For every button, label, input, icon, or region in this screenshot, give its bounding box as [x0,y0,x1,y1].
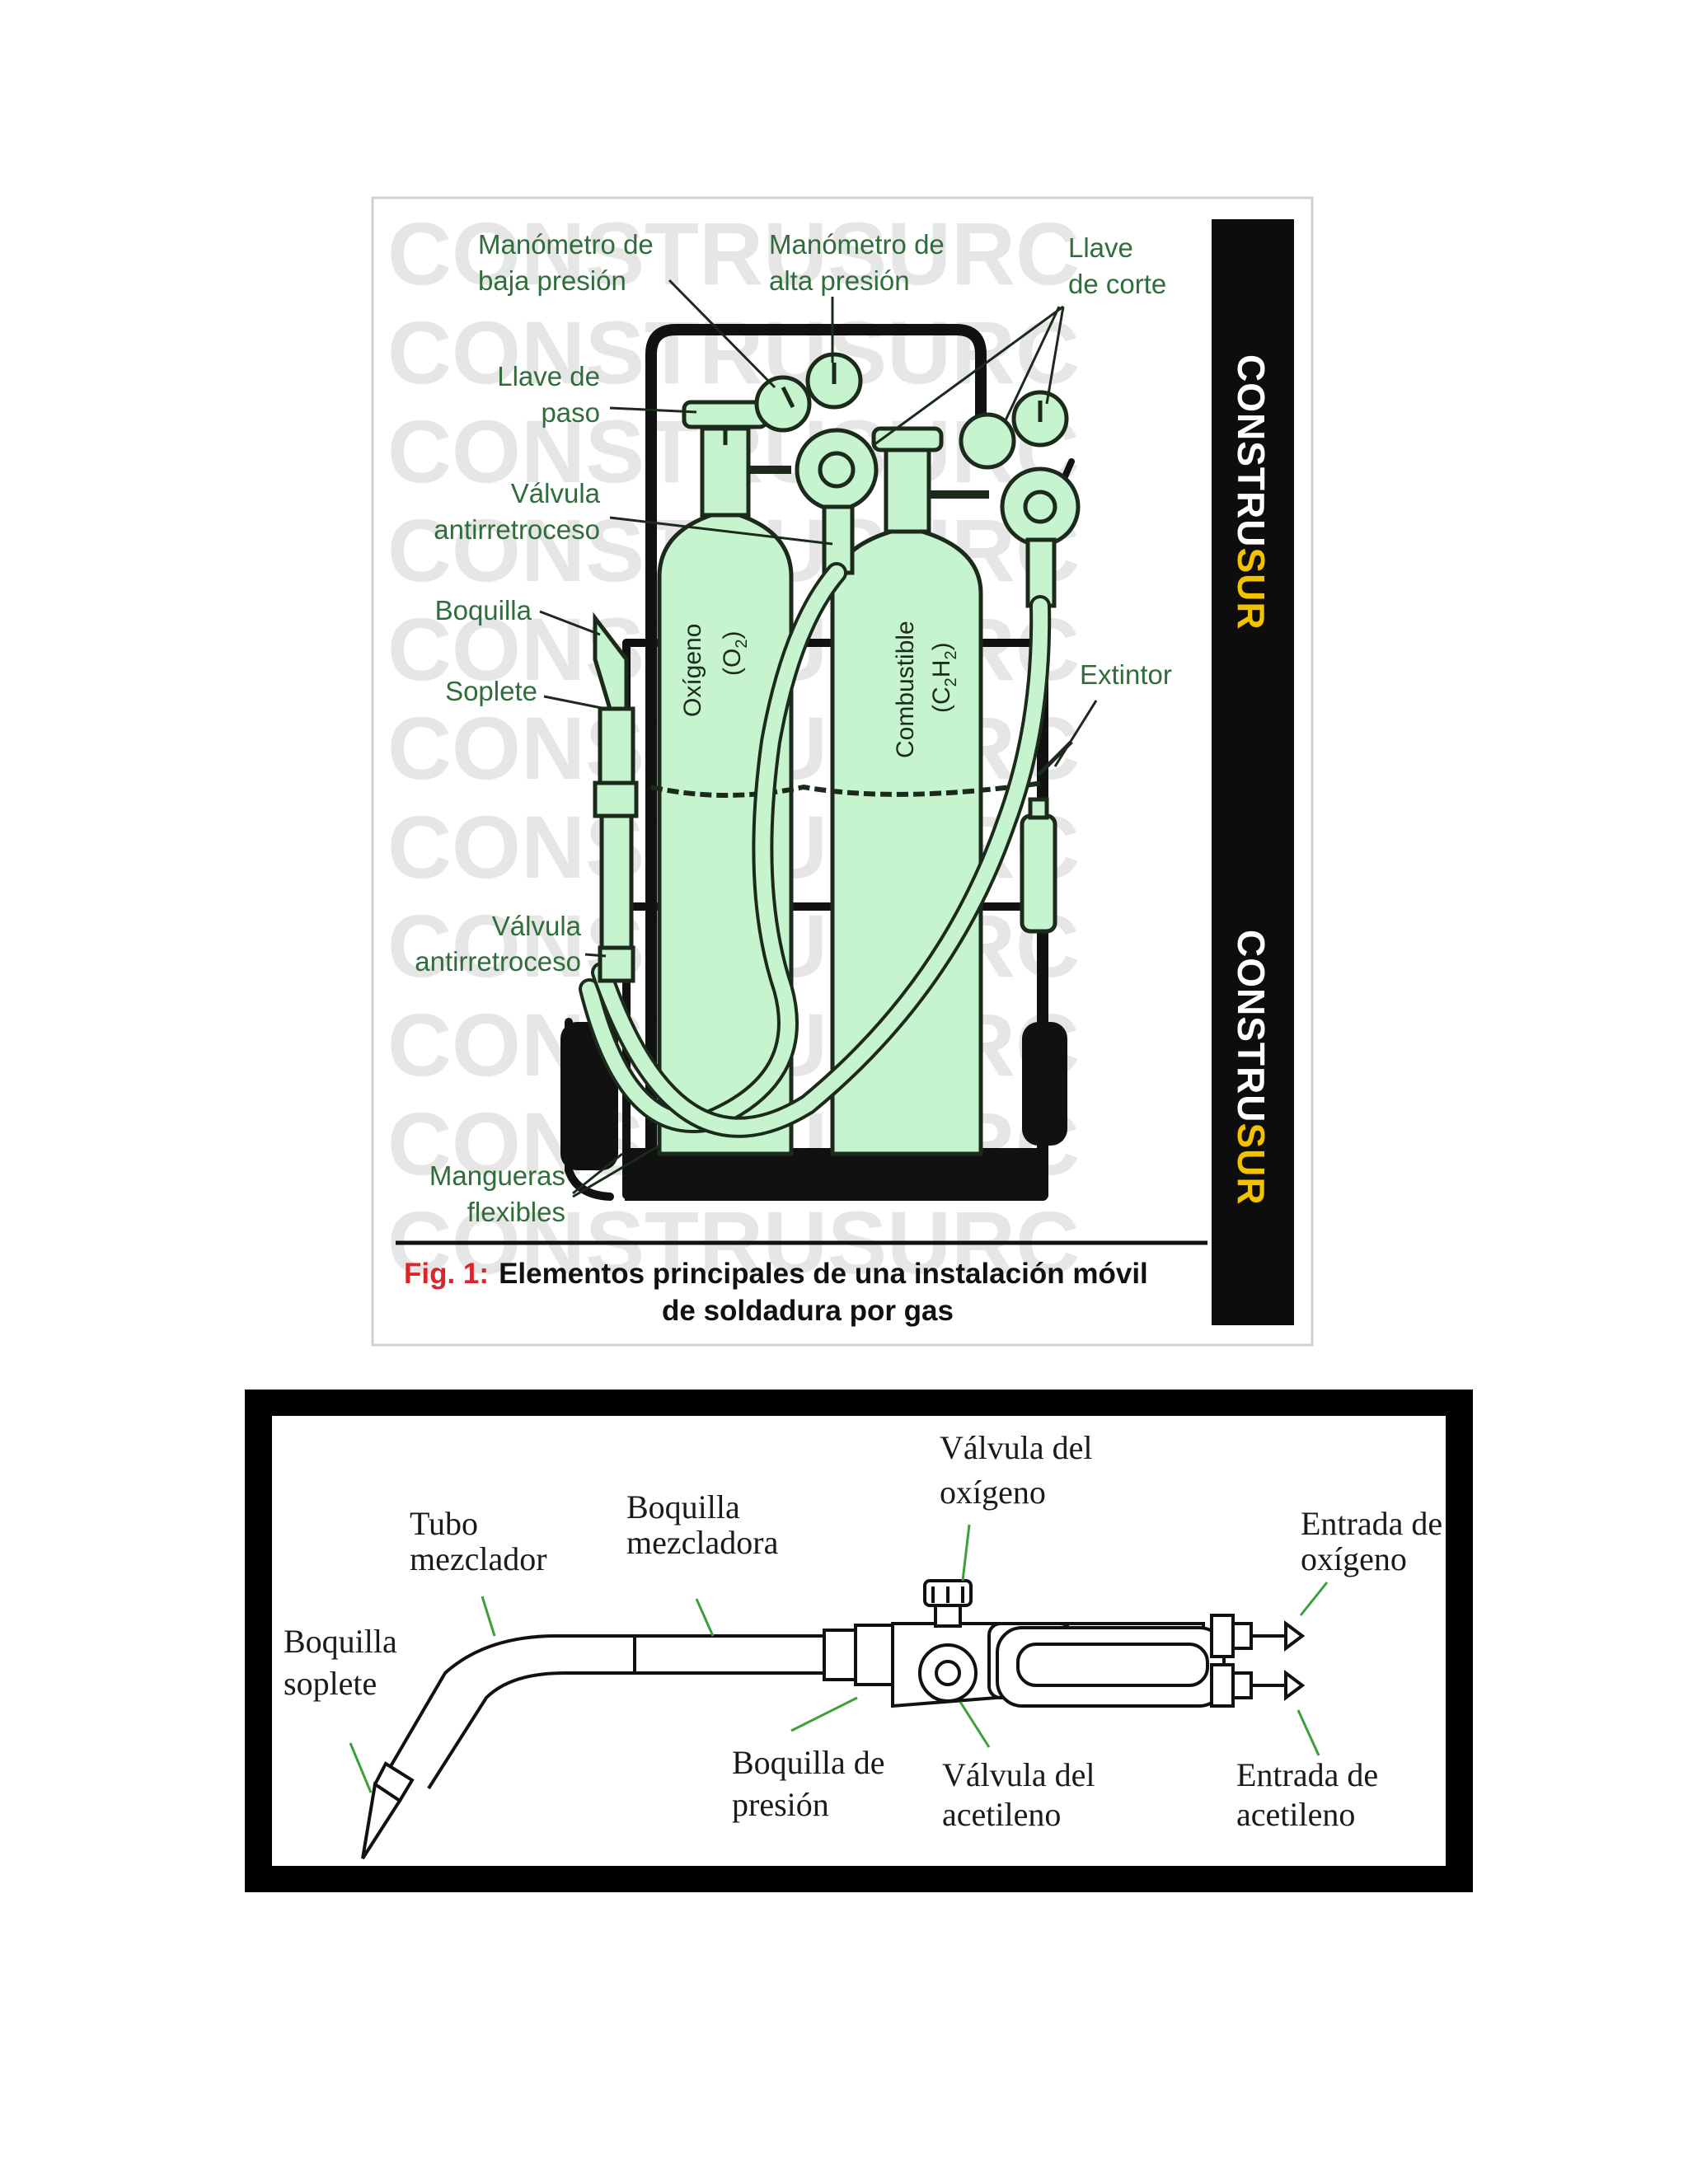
figure-1-welding-equipment: CONSTRUSURC CONSTRUSURC CONSTRUSURC CONS… [373,198,1312,1345]
label-boquilla-mezcladora: Boquilla [626,1488,740,1526]
brand-bar: CONSTRUSUR CONSTRUSUR [1212,219,1294,1325]
label-boquilla-mezcladora: mezcladora [626,1524,779,1561]
label-boquilla: Boquilla [435,595,532,626]
figure-2-torch-diagram: Válvula del oxígeno Tubo mezclador Boqui… [245,1390,1473,1892]
label-valvula-antirretroceso-bottom: antirretroceso [415,946,581,977]
label-valvula-antirretroceso-bottom: Válvula [492,911,582,941]
label-boquilla-soplete: soplete [284,1665,377,1702]
figure-1-caption-line2: de soldadura por gas [662,1295,954,1327]
label-valvula-oxigeno: Válvula del [940,1429,1093,1466]
label-manometro-alta: Manómetro de [769,229,945,260]
oxygen-label: Oxígeno [679,624,706,717]
label-valvula-acetileno: Válvula del [942,1756,1095,1793]
label-boquilla-presion: Boquilla de [732,1744,885,1781]
label-manometro-baja: baja presión [478,265,626,296]
label-boquilla-presion: presión [732,1786,829,1823]
label-llave-corte: Llave [1068,232,1133,263]
label-mangueras: Mangueras [429,1160,565,1191]
label-entrada-oxigeno: Entrada de [1301,1505,1442,1542]
label-valvula-oxigeno: oxígeno [940,1474,1046,1511]
label-soplete: Soplete [445,676,537,706]
label-tubo-mezclador: Tubo [410,1505,478,1542]
label-entrada-acetileno: Entrada de [1236,1756,1378,1793]
label-manometro-baja: Manómetro de [478,229,654,260]
brand-logo-bottom: CONSTRUSUR [1230,930,1273,1206]
label-llave-paso: Llave de [497,361,600,391]
label-llave-paso: paso [541,397,600,428]
brand-logo-top: CONSTRUSUR [1230,354,1273,630]
label-extintor: Extintor [1080,659,1172,690]
label-tubo-mezclador: mezclador [410,1540,547,1577]
fuel-label: Combustible [892,621,919,758]
label-entrada-oxigeno: oxígeno [1301,1540,1407,1577]
label-valvula-acetileno: acetileno [942,1796,1061,1833]
label-llave-corte: de corte [1068,269,1166,299]
label-valvula-antirretroceso-top: Válvula [511,478,601,509]
label-manometro-alta: alta presión [769,265,910,296]
label-entrada-acetileno: acetileno [1236,1796,1355,1833]
label-mangueras: flexibles [467,1197,565,1227]
figure-1-caption: Fig. 1:Elementos principales de una inst… [404,1258,1148,1290]
label-boquilla-soplete: Boquilla [284,1623,397,1660]
label-valvula-antirretroceso-top: antirretroceso [434,514,600,545]
